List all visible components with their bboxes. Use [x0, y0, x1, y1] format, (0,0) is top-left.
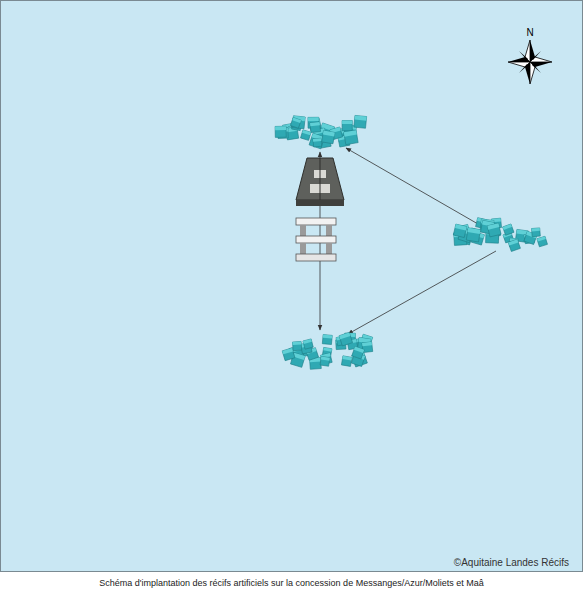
- reef-cluster: [282, 332, 373, 369]
- reef-clusters: [275, 115, 547, 369]
- sea-panel: [1, 1, 583, 572]
- figure-caption: Schéma d'implantation des récifs artific…: [99, 578, 483, 588]
- reef-link: [348, 251, 496, 334]
- stacked-module: [296, 218, 336, 261]
- compass-rose: [508, 40, 552, 84]
- reef-cluster: [453, 218, 547, 252]
- compass-letter: N: [526, 27, 533, 38]
- copyright-note: ©Aquitaine Landes Récifs: [454, 557, 569, 568]
- pyramid-module: [296, 158, 344, 206]
- reef-cluster: [275, 115, 367, 148]
- reef-link: [346, 148, 478, 224]
